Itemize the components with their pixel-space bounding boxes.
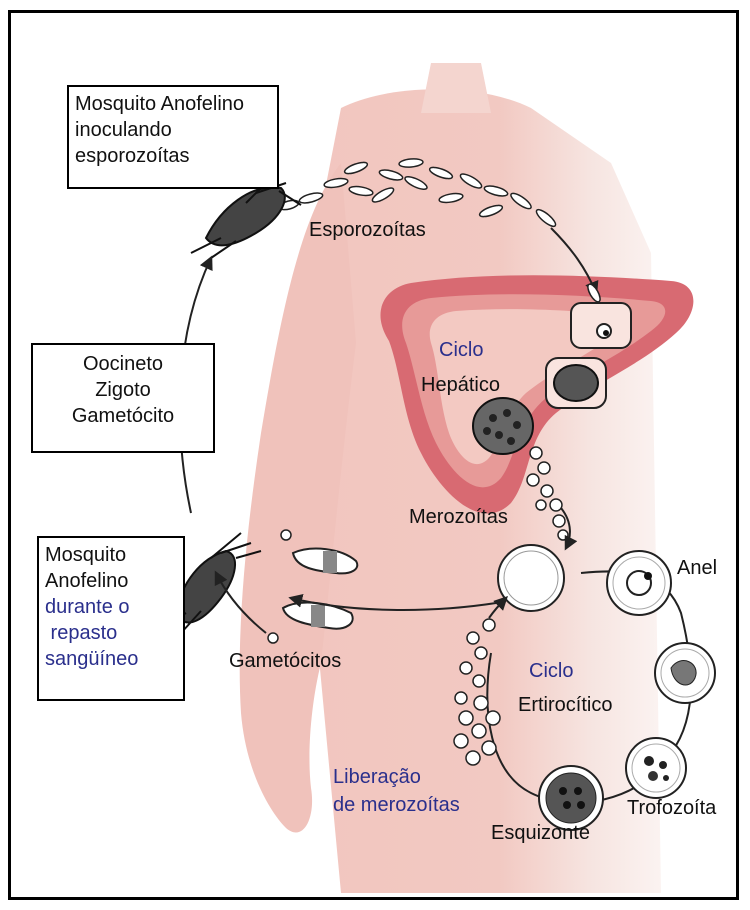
trophozoite-early-cell xyxy=(655,643,715,703)
feeding-line-3: durante o xyxy=(45,594,177,620)
stage-zigoto: Zigoto xyxy=(43,377,203,403)
label-trophozoite: Trofozoíta xyxy=(627,796,716,821)
hepatic-schizont xyxy=(473,398,533,454)
feeding-line-4: repasto xyxy=(45,620,177,646)
sexual-stages-box: Oocineto Zigoto Gametócito xyxy=(31,343,215,453)
label-sporozoites: Esporozoítas xyxy=(309,218,426,243)
label-erythrocytic-cycle-1: Ciclo xyxy=(529,659,573,684)
label-schizont: Esquizonte xyxy=(491,821,590,846)
inoculating-line-1: Mosquito Anofelino xyxy=(75,91,271,117)
label-ring: Anel xyxy=(677,556,717,581)
feeding-mosquito-box: Mosquito Anofelino durante o repasto san… xyxy=(37,536,185,701)
inoculating-line-2: inoculando xyxy=(75,117,271,143)
stage-oocineto: Oocineto xyxy=(43,351,203,377)
label-hepatic-cycle-2: Hepático xyxy=(421,373,500,398)
label-erythrocytic-cycle-2: Ertirocítico xyxy=(518,693,612,718)
label-gametocytes: Gametócitos xyxy=(229,649,341,674)
feeding-line-5: sangüíneo xyxy=(45,646,177,672)
diagram-frame: Mosquito Anofelino inoculando esporozoít… xyxy=(8,10,739,900)
stage-gametocito: Gametócito xyxy=(43,403,203,429)
label-hepatic-cycle-1: Ciclo xyxy=(439,338,483,363)
inoculating-line-3: esporozoítas xyxy=(75,143,271,169)
feeding-line-1: Mosquito xyxy=(45,542,177,568)
inoculating-mosquito-box: Mosquito Anofelino inoculando esporozoít… xyxy=(67,85,279,189)
neck-shape xyxy=(421,63,491,113)
label-merozoites: Merozoítas xyxy=(409,505,508,530)
ring-stage-cell xyxy=(607,551,671,615)
feeding-line-2: Anofelino xyxy=(45,568,177,594)
uninfected-red-cell xyxy=(498,545,564,611)
label-release-1: Liberação xyxy=(333,765,421,790)
trophozoite-cell xyxy=(626,738,686,798)
label-release-2: de merozoítas xyxy=(333,793,460,818)
